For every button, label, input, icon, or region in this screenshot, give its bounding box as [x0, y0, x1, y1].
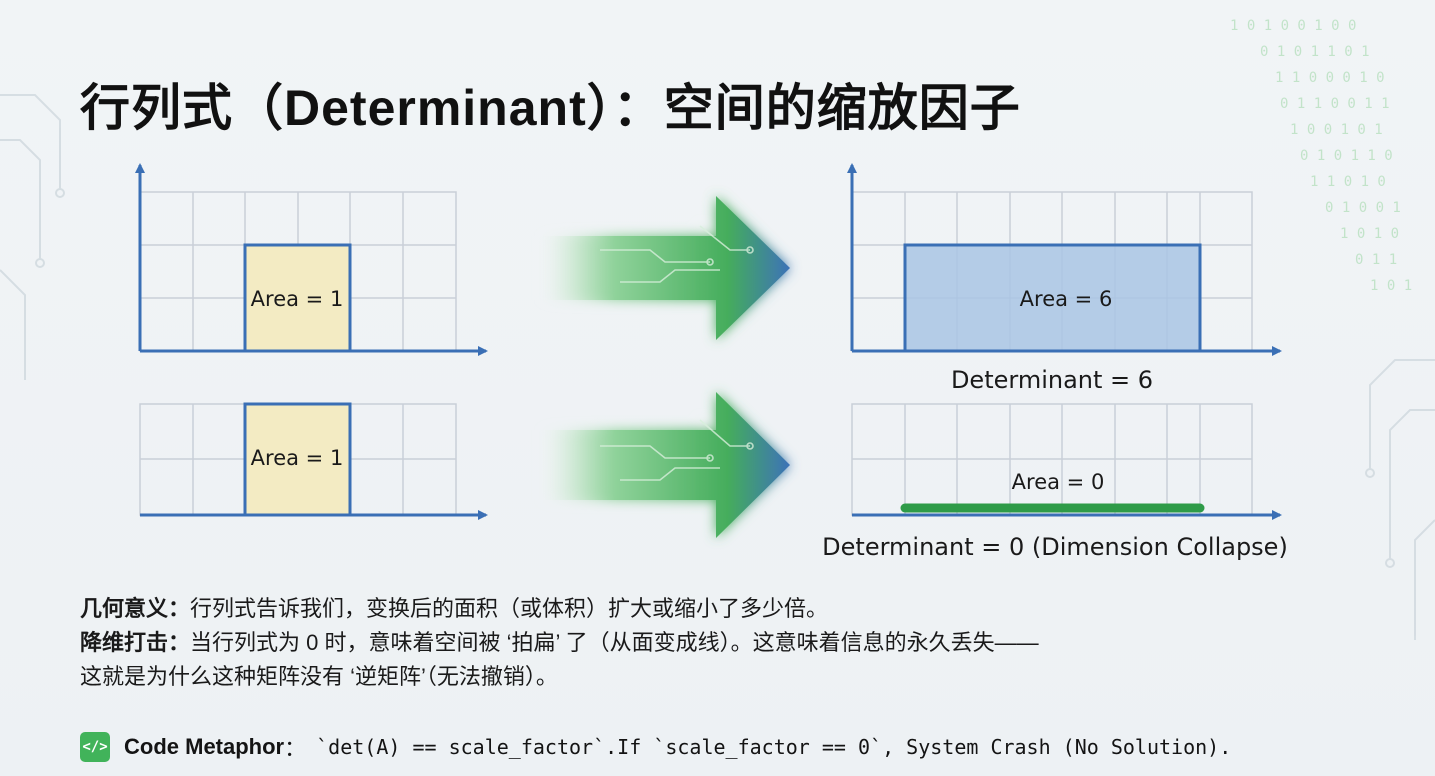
- inverse-matrix-line: 这就是为什么这种矩阵没有 ‘逆矩阵’（无法撤销）。: [80, 664, 558, 689]
- geometric-meaning-label: 几何意义：: [80, 596, 191, 621]
- code-metaphor-colon: ：: [284, 736, 307, 761]
- bottom-transform-arrow: [540, 392, 790, 538]
- bottom-left-unit-square: [243, 402, 352, 517]
- bottom-right-area-label: Area = 0: [1012, 470, 1105, 494]
- geometric-meaning-body: 行列式告诉我们，变换后的面积（或体积）扩大或缩小了多少倍。: [190, 596, 829, 621]
- dimension-reduction-line: 降维打击：当行列式为 0 时，意味着空间被 ‘拍扁’ 了（从面变成线）。这意味着…: [80, 626, 1380, 660]
- explanation-text: 几何意义：行列式告诉我们，变换后的面积（或体积）扩大或缩小了多少倍。 降维打击：…: [80, 592, 1380, 694]
- code-icon: </>: [80, 732, 110, 762]
- bottom-right-grid: [851, 403, 1253, 516]
- top-right-determinant-label: Determinant = 6: [951, 366, 1153, 394]
- bottom-left-area-label: Area = 1: [251, 446, 344, 470]
- top-right-area-label: Area = 6: [1020, 287, 1113, 311]
- code-metaphor-text: `det(A) == scale_factor`.If `scale_facto…: [316, 735, 1232, 759]
- top-transform-arrow: [540, 196, 790, 340]
- geometric-meaning-line: 几何意义：行列式告诉我们，变换后的面积（或体积）扩大或缩小了多少倍。: [80, 592, 1380, 626]
- code-metaphor: </> Code Metaphor ： `det(A) == scale_fac…: [80, 730, 1231, 764]
- dimension-reduction-label: 降维打击：: [80, 630, 191, 655]
- code-metaphor-label: Code Metaphor: [124, 734, 285, 759]
- dimension-reduction-body: 当行列式为 0 时，意味着空间被 ‘拍扁’ 了（从面变成线）。这意味着信息的永久…: [190, 630, 1039, 655]
- top-left-area-label: Area = 1: [251, 287, 344, 311]
- top-right-scaled-rect: [903, 243, 1202, 353]
- bottom-right-determinant-label: Determinant = 0 (Dimension Collapse): [822, 533, 1288, 561]
- page-title: 行列式（Determinant）：空间的缩放因子: [80, 80, 1021, 136]
